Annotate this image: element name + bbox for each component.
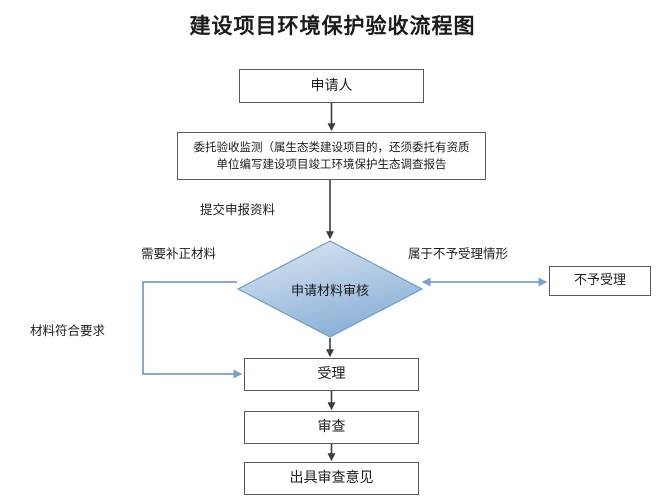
node-accept-application[interactable]: 受理 xyxy=(244,358,419,391)
decision-diamond-shape xyxy=(237,240,423,338)
node-opinion-label: 出具审查意见 xyxy=(289,470,374,487)
node-applicant[interactable]: 申请人 xyxy=(239,69,424,103)
page-title: 建设项目环境保护验收流程图 xyxy=(189,14,476,38)
node-examination[interactable]: 审查 xyxy=(244,411,419,444)
edge-label-meets-requirements: 材料符合要求 xyxy=(30,323,106,338)
node-decision-material-review[interactable]: 申请材料审核 xyxy=(237,240,423,338)
node-reject-label: 不予受理 xyxy=(573,272,626,288)
node-entrust-line2: 单位编写建设项目竣工环境保护生态调查报告 xyxy=(216,157,447,171)
node-reject-application[interactable]: 不予受理 xyxy=(549,266,651,296)
edge-label-need-correction: 需要补正材料 xyxy=(141,246,217,261)
node-decision-label: 申请材料审核 xyxy=(290,283,369,299)
node-issue-opinion[interactable]: 出具审查意见 xyxy=(244,462,419,495)
edge-label-submit-materials: 提交申报资料 xyxy=(200,202,276,217)
node-accept-label: 受理 xyxy=(317,366,346,383)
edge-label-not-acceptable: 属于不予受理情形 xyxy=(408,246,509,261)
node-entrust-inspection[interactable]: 委托验收监测（属生态类建设项目的，还须委托有资质 单位编写建设项目竣工环境保护生… xyxy=(177,132,486,180)
edge-decision-loop-to-accept xyxy=(142,281,243,379)
node-entrust-label: 委托验收监测（属生态类建设项目的，还须委托有资质 单位编写建设项目竣工环境保护生… xyxy=(190,139,474,172)
node-entrust-line1: 委托验收监测（属生态类建设项目的，还须委托有资质 xyxy=(193,140,470,155)
node-examine-label: 审查 xyxy=(317,419,346,436)
node-applicant-label: 申请人 xyxy=(310,77,353,94)
